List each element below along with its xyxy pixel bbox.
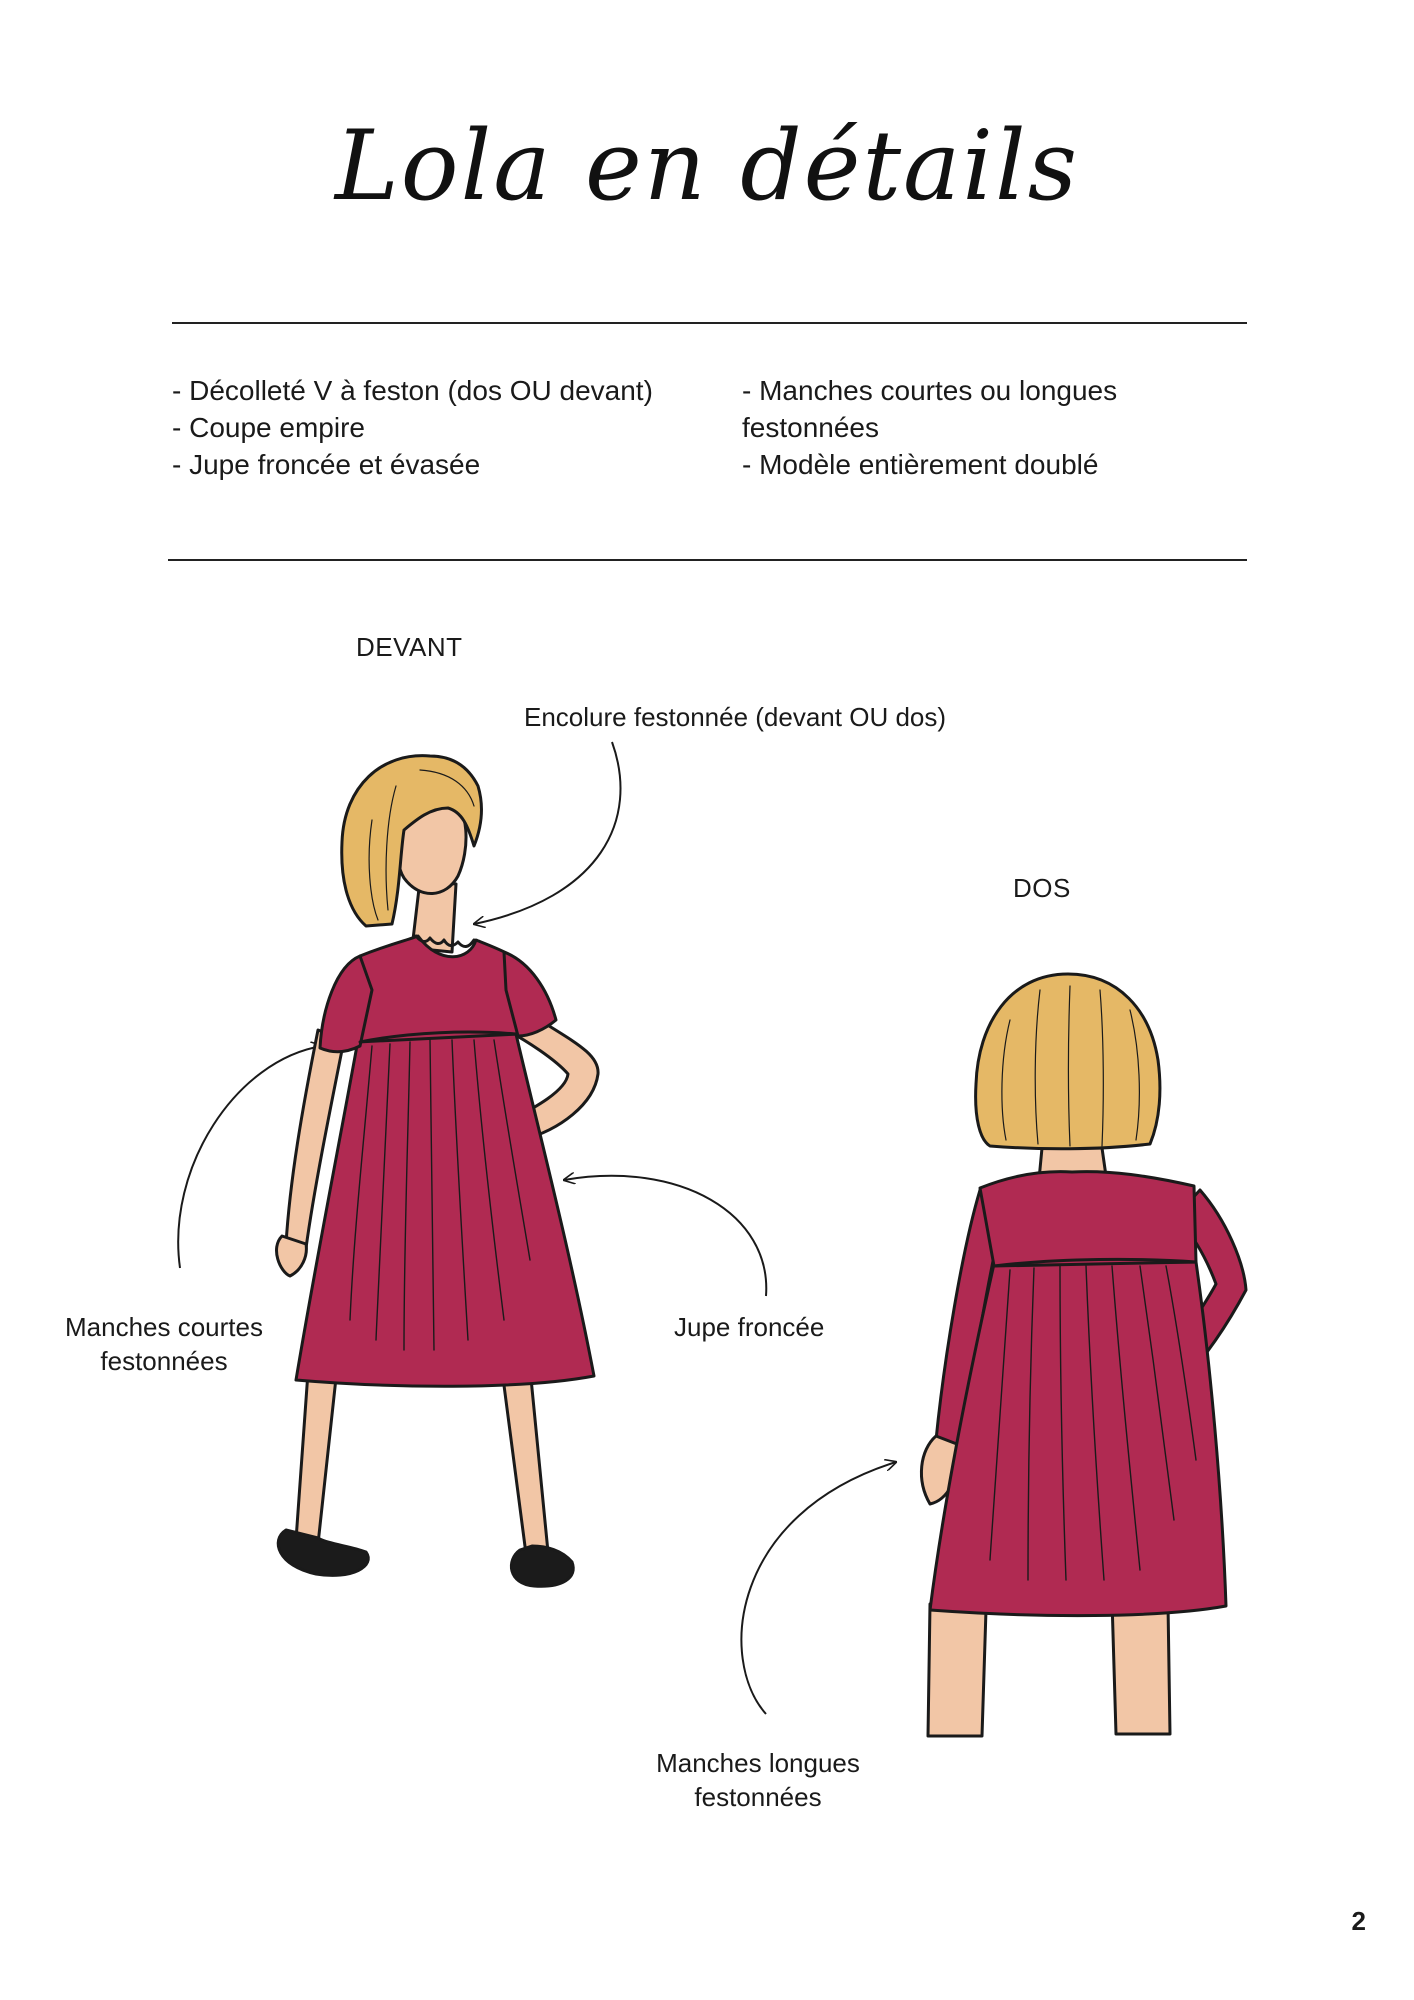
- back-figure: [919, 972, 1248, 1738]
- features-right-list: - Manches courtes ou longues festonnées …: [742, 372, 1202, 483]
- front-dress-skirt: [294, 1032, 596, 1388]
- short-sleeves-line-1: Manches courtes: [65, 1312, 263, 1342]
- front-view-title: DEVANT: [356, 632, 463, 662]
- front-figure: [275, 754, 600, 1588]
- back-view-title: DOS: [1013, 873, 1071, 903]
- page-number: 2: [1351, 1906, 1366, 1936]
- long-sleeves-annotation: Manches longues festonnées: [644, 1746, 872, 1814]
- short-sleeves-arrow: [177, 1046, 322, 1269]
- front-skirt-gathers: [349, 1039, 531, 1351]
- skirt-annotation: Jupe froncée: [674, 1312, 825, 1342]
- front-right-sleeve: [502, 950, 558, 1038]
- features-left-list: - Décolleté V à feston (dos OU devant) -…: [172, 372, 712, 483]
- front-left-hand: [275, 1234, 308, 1278]
- back-empire-seam: [992, 1257, 1198, 1268]
- back-hair-strands: [1001, 985, 1140, 1147]
- front-legs: [294, 1366, 550, 1556]
- neckline-annotation: Encolure festonnée (devant OU dos): [524, 702, 947, 732]
- front-left-shoe: [276, 1528, 370, 1577]
- feature-item: - Modèle entièrement doublé: [742, 449, 1099, 480]
- feature-item: - Manches courtes ou longues festonnées: [742, 375, 1118, 443]
- front-hair-strands: [368, 769, 475, 921]
- front-left-sleeve: [318, 954, 374, 1054]
- feature-item: - Jupe froncée et évasée: [172, 449, 481, 480]
- feature-item: - Coupe empire: [172, 412, 365, 443]
- back-dress-bodice: [978, 1170, 1198, 1268]
- front-hair: [340, 754, 483, 928]
- long-sleeves-arrow: [740, 1462, 896, 1715]
- neckline-arrow: [474, 741, 622, 924]
- top-divider: [172, 322, 1247, 324]
- long-sleeves-line-2: festonnées: [694, 1782, 822, 1812]
- back-legs: [926, 1598, 1172, 1738]
- front-right-shoe: [510, 1544, 575, 1588]
- back-skirt-gathers: [989, 1265, 1197, 1581]
- short-sleeves-annotation: Manches courtes festonnées: [52, 1310, 276, 1378]
- front-empire-seam: [358, 1030, 518, 1044]
- front-scallop-neckline: [414, 934, 476, 948]
- skirt-arrow: [564, 1176, 768, 1297]
- long-sleeves-line-1: Manches longues: [656, 1748, 860, 1778]
- bottom-divider: [168, 559, 1247, 561]
- short-sleeves-line-2: festonnées: [100, 1346, 228, 1376]
- back-hair: [974, 972, 1162, 1151]
- feature-item: - Décolleté V à feston (dos OU devant): [172, 375, 653, 406]
- page-title: Lola en détails: [335, 110, 1079, 222]
